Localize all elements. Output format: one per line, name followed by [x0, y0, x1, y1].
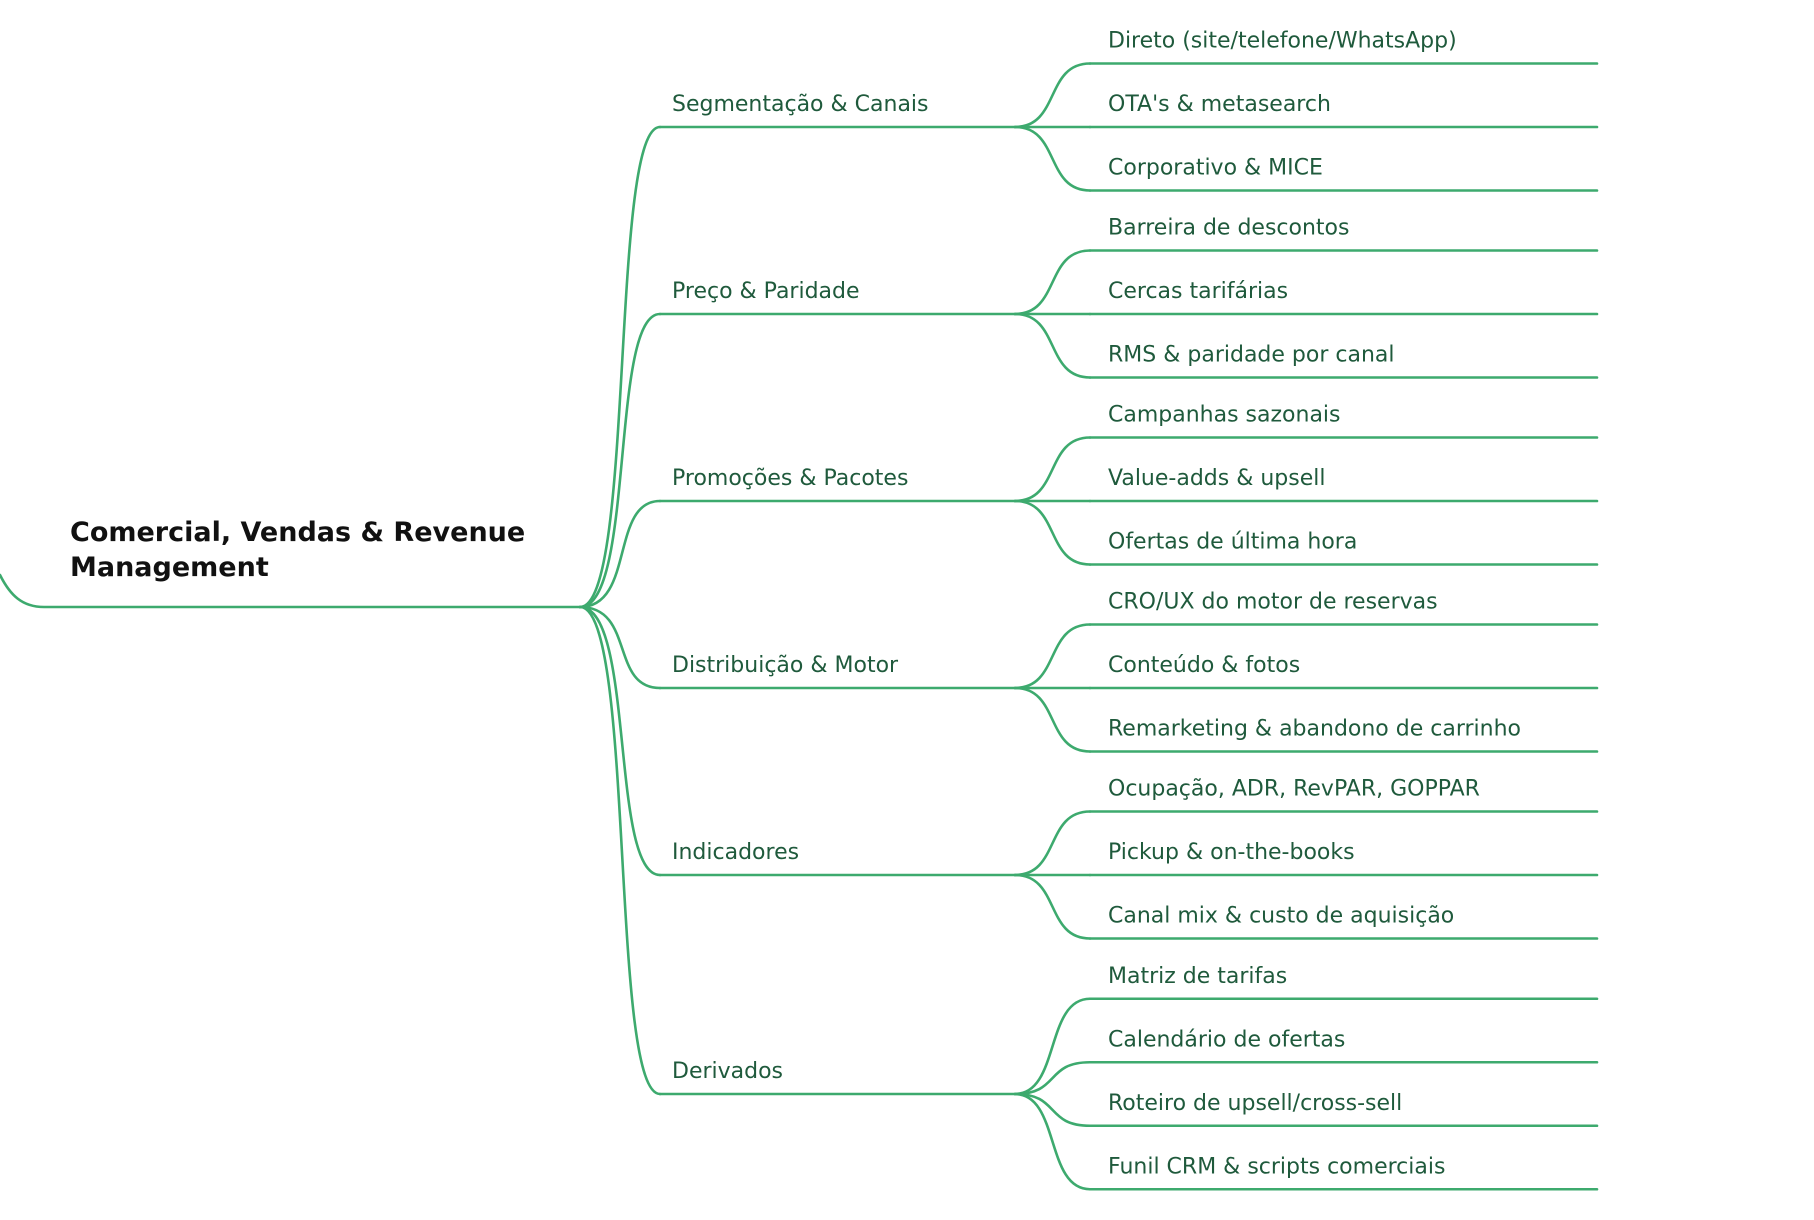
branch-node-label[interactable]: Segmentação & Canais — [672, 92, 929, 117]
leaf-connector — [1013, 997, 1092, 1096]
leaf-connector — [1013, 623, 1092, 690]
branch-node-label[interactable]: Preço & Paridade — [672, 279, 860, 304]
leaf-node-label[interactable]: Corporativo & MICE — [1108, 156, 1323, 181]
branch-connector — [578, 312, 662, 609]
leaf-node-label[interactable]: Remarketing & abandono de carrinho — [1108, 717, 1521, 742]
leaf-connector — [1013, 312, 1092, 379]
leaf-node-label[interactable]: Roteiro de upsell/cross-sell — [1108, 1091, 1402, 1116]
leaf-connector — [1013, 125, 1092, 192]
leaf-connector — [1013, 1060, 1092, 1096]
leaf-node-label[interactable]: Matriz de tarifas — [1108, 964, 1287, 989]
leaf-node-label[interactable]: Funil CRM & scripts comerciais — [1108, 1154, 1445, 1179]
branch-connector — [578, 125, 662, 609]
leaf-connector — [1013, 249, 1092, 316]
leaf-node-label[interactable]: Canal mix & custo de aquisição — [1108, 904, 1454, 929]
root-node-label[interactable]: Comercial, Vendas & Revenue Management — [70, 517, 535, 583]
branch-connector — [578, 605, 662, 877]
leaf-node-label[interactable]: Cercas tarifárias — [1108, 279, 1288, 304]
branch-node-label[interactable]: Promoções & Pacotes — [672, 466, 908, 491]
leaf-connector — [1013, 810, 1092, 877]
leaf-node-label[interactable]: Calendário de ofertas — [1108, 1027, 1345, 1052]
leaf-connector — [1013, 499, 1092, 566]
leaf-node-label[interactable]: Ocupação, ADR, RevPAR, GOPPAR — [1108, 777, 1480, 802]
leaf-connector — [1013, 1092, 1092, 1191]
branch-connector — [578, 499, 662, 609]
leaf-node-label[interactable]: Pickup & on-the-books — [1108, 840, 1355, 865]
leaf-node-label[interactable]: RMS & paridade por canal — [1108, 343, 1395, 368]
leaf-connector — [1013, 873, 1092, 940]
root-node-line-2: Management — [70, 552, 269, 583]
leaf-node-label[interactable]: Ofertas de última hora — [1108, 530, 1357, 555]
branch-node-label[interactable]: Derivados — [672, 1059, 783, 1084]
leaf-node-label[interactable]: Conteúdo & fotos — [1108, 653, 1300, 678]
branch-node-label[interactable]: Indicadores — [672, 840, 799, 865]
leaf-node-label[interactable]: CRO/UX do motor de reservas — [1108, 590, 1438, 615]
leaf-node-label[interactable]: Direto (site/telefone/WhatsApp) — [1108, 29, 1457, 54]
mindmap-edges — [0, 62, 1599, 1191]
leaf-node-label[interactable]: Barreira de descontos — [1108, 216, 1349, 241]
mindmap-nodes: Comercial, Vendas & Revenue Management S… — [70, 29, 1521, 1180]
leaf-connector — [1013, 686, 1092, 753]
leaf-node-label[interactable]: Value-adds & upsell — [1108, 466, 1326, 491]
branch-connector — [578, 605, 662, 1096]
leaf-node-label[interactable]: OTA's & metasearch — [1108, 92, 1331, 117]
leaf-node-label[interactable]: Campanhas sazonais — [1108, 403, 1341, 428]
leaf-connector — [1013, 436, 1092, 503]
leaf-connector — [1013, 1092, 1092, 1128]
branch-node-label[interactable]: Distribuição & Motor — [672, 653, 899, 678]
root-node-line-1: Comercial, Vendas & Revenue — [70, 517, 525, 548]
branch-connector — [578, 605, 662, 690]
leaf-connector — [1013, 62, 1092, 129]
root-underline — [0, 573, 582, 609]
